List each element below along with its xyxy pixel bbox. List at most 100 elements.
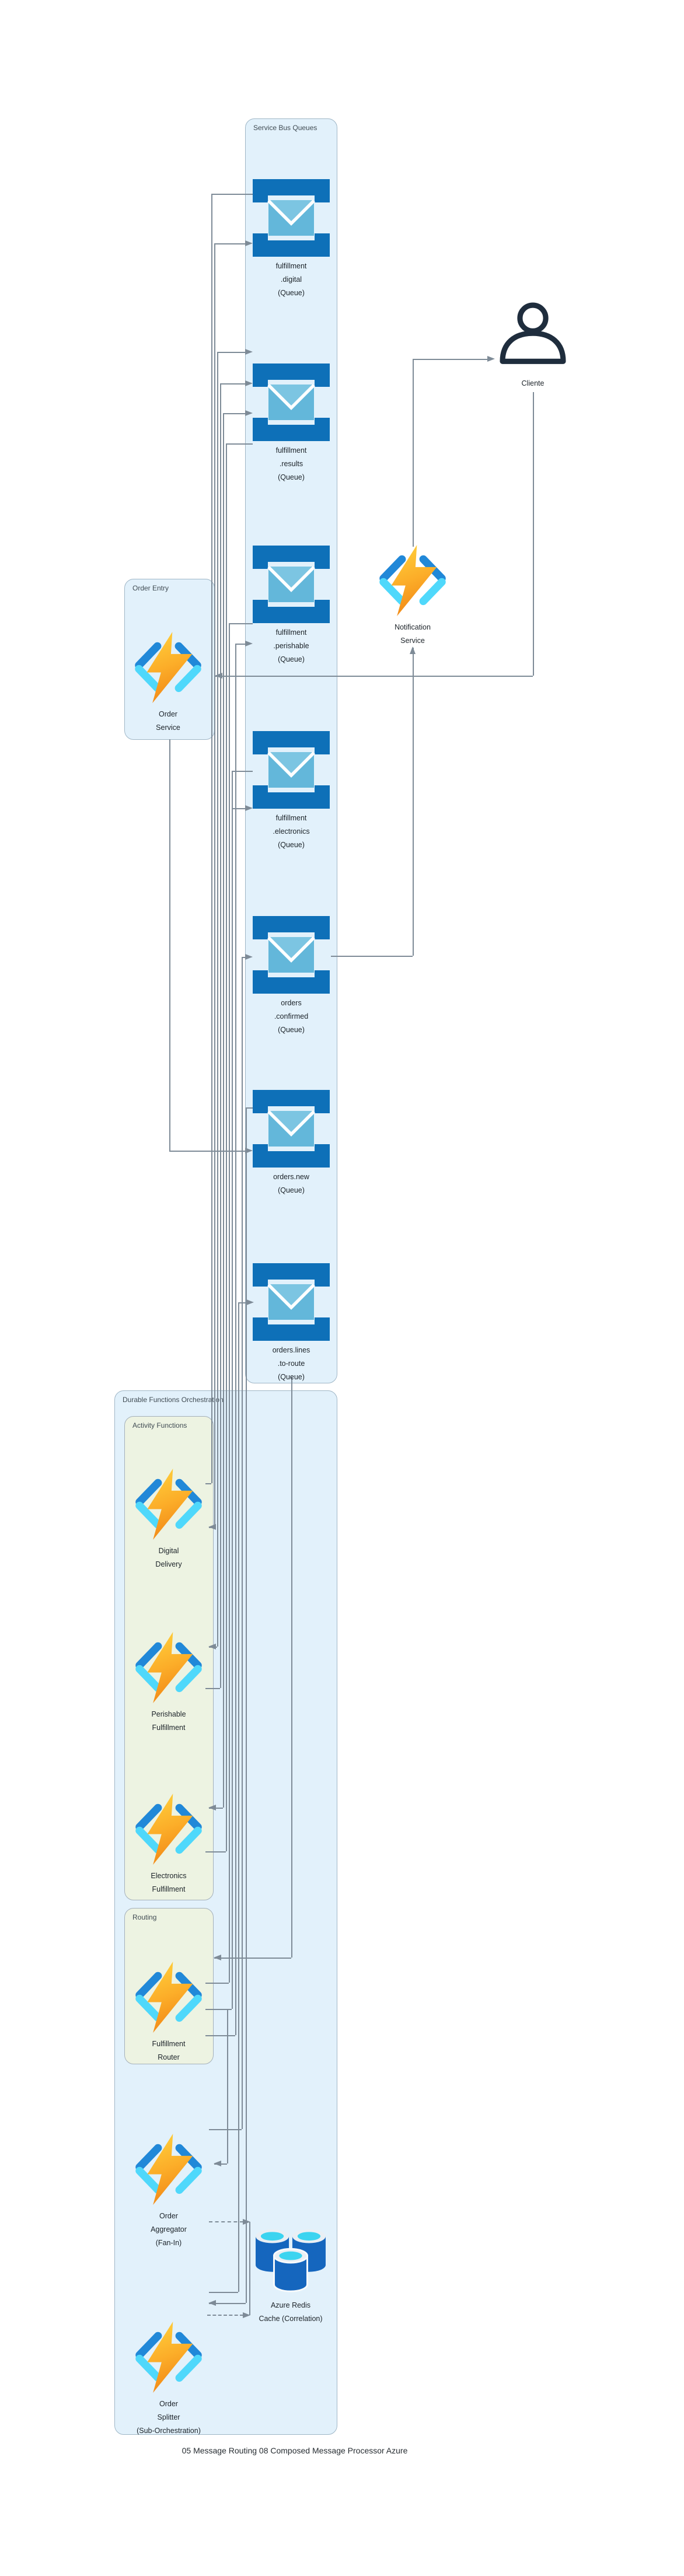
connector-line — [331, 956, 413, 957]
connector-line — [214, 243, 215, 1527]
connector-line — [235, 644, 236, 2035]
connector-line-dashed — [209, 2221, 243, 2222]
azure-function-icon — [130, 1632, 207, 1703]
fulfillment-electronics-queue: fulfillment.electronics(Queue) — [253, 731, 330, 849]
connector-line — [232, 771, 253, 772]
arrowhead-left — [215, 672, 222, 679]
queue-label-line: .results — [279, 460, 303, 468]
function-label-line: Digital — [158, 1547, 179, 1555]
queue-label-line: (Queue) — [278, 289, 305, 297]
connector-line — [246, 1107, 247, 2303]
queue-label-line: orders.lines — [272, 1346, 310, 1354]
queue-label: orders.lines.to-route(Queue) — [247, 1344, 335, 1384]
connector-line-dashed — [207, 2315, 243, 2316]
function-label-line: Splitter — [157, 2413, 180, 2421]
function-label-line: Electronics — [151, 1872, 187, 1880]
fulfillment-perishable-queue: fulfillment.perishable(Queue) — [253, 546, 330, 663]
arrowhead-right — [487, 355, 495, 362]
queue-label: fulfillment .digital (Queue) — [247, 260, 335, 300]
connector-line — [238, 1302, 239, 2292]
actor-label: Cliente — [521, 379, 545, 387]
arrowhead-left — [208, 1804, 216, 1810]
diagram-caption: 05 Message Routing 08 Composed Message P… — [182, 2446, 408, 2455]
function-label-line: Service — [400, 637, 425, 645]
queue-envelope-icon — [253, 363, 330, 441]
connector-line — [291, 1377, 292, 1958]
connector-line — [205, 2035, 235, 2036]
queue-label-line: .electronics — [273, 827, 310, 836]
arrowhead-right — [245, 953, 253, 960]
connector-line — [205, 1688, 220, 1689]
connector-line — [413, 359, 414, 547]
queue-envelope-icon — [253, 546, 330, 623]
connector-line — [226, 443, 227, 1851]
function-label-line: Fulfillment — [152, 1724, 186, 1732]
function-label-line: Perishable — [151, 1710, 186, 1718]
function-label-line: (Fan-In) — [155, 2239, 182, 2247]
connector-line — [214, 243, 246, 244]
connector-line — [205, 1983, 229, 1984]
function-label-line: Delivery — [155, 1560, 182, 1568]
queue-label: fulfillment.electronics(Queue) — [247, 812, 335, 852]
queue-envelope-icon — [253, 179, 330, 257]
queue-label-line: fulfillment — [275, 262, 307, 270]
cache-label-line: Cache (Correlation) — [259, 2315, 323, 2323]
queue-label-line: .perishable — [273, 642, 309, 650]
queue-label-line: .digital — [280, 275, 302, 284]
queue-label-line: (Queue) — [278, 1373, 305, 1381]
azure-function-icon — [130, 632, 207, 703]
queue-label-line: orders.new — [273, 1173, 309, 1181]
function-label-line: Aggregator — [151, 2225, 187, 2234]
queue-label-line: (Queue) — [278, 473, 305, 481]
connector-line — [238, 1302, 247, 1303]
arrowhead-left — [208, 2299, 216, 2306]
arrowhead-right — [245, 805, 253, 811]
arrowhead-right — [245, 410, 253, 416]
queue-envelope-icon — [253, 731, 330, 809]
function-label-line: Fulfillment — [152, 2040, 186, 2048]
container-label-service-bus-queues: Service Bus Queues — [253, 124, 317, 132]
azure-function-icon — [130, 1962, 207, 2033]
connector-line — [209, 2129, 242, 2130]
connector-line — [413, 359, 489, 360]
connector-line — [232, 771, 233, 2009]
arrowhead-right — [245, 1147, 253, 1154]
queue-label: orders.confirmed(Queue) — [247, 997, 335, 1037]
container-label-activity-functions: Activity Functions — [132, 1421, 187, 1429]
queue-envelope-icon — [253, 1090, 330, 1168]
arrowhead-left — [208, 1523, 216, 1530]
azure-function-icon — [130, 1469, 207, 1540]
arrowhead-left — [208, 1643, 216, 1649]
arrowhead-right — [245, 640, 253, 646]
queue-label-line: (Queue) — [278, 655, 305, 663]
arrowhead-right — [245, 348, 253, 355]
connector-line — [223, 413, 246, 414]
queue-label-line: (Queue) — [278, 1186, 305, 1194]
connector-line — [220, 383, 246, 385]
queue-label-line: orders — [281, 999, 302, 1007]
fulfillment-results-queue: fulfillment.results(Queue) — [253, 363, 330, 481]
function-label-line: Fulfillment — [152, 1885, 186, 1893]
connector-line — [209, 2303, 246, 2304]
connector-line — [205, 1851, 226, 1853]
queue-label: fulfillment.results(Queue) — [247, 444, 335, 484]
container-label-durable-functions-orchestration: Durable Functions Orchestration — [123, 1396, 224, 1404]
connector-line — [205, 2009, 232, 2010]
queue-label-line: (Queue) — [278, 841, 305, 849]
arrowhead-right — [243, 2218, 250, 2225]
function-label-line: Notification — [395, 623, 431, 631]
function-label-line: Order — [159, 710, 177, 718]
queue-label-line: (Queue) — [278, 1026, 305, 1034]
queue-label: orders.new (Queue) — [247, 1170, 335, 1197]
